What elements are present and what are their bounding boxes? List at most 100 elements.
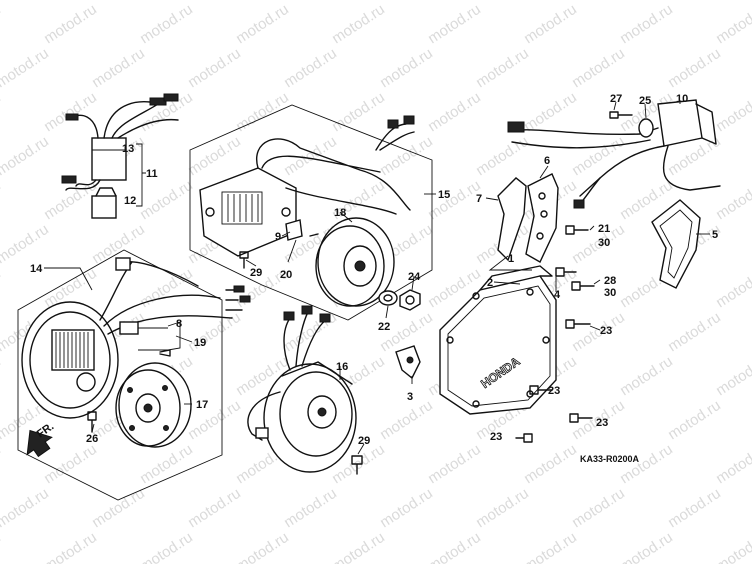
- callout-2: 2: [487, 277, 493, 289]
- watermark-text: motod.ru: [0, 177, 4, 224]
- watermark-text: motod.ru: [473, 0, 532, 3]
- watermark-text: motod.ru: [713, 89, 752, 136]
- watermark-text: motod.ru: [329, 529, 388, 564]
- watermark-text: motod.ru: [0, 45, 52, 92]
- callout-9: 9: [275, 231, 281, 243]
- stator-coil: [51, 329, 95, 371]
- watermark-text: motod.ru: [665, 485, 724, 532]
- callout-29b: 29: [358, 435, 370, 447]
- watermark-text: motod.ru: [281, 45, 340, 92]
- watermark-text: motod.ru: [185, 485, 244, 532]
- watermark-text: motod.ru: [137, 177, 196, 224]
- watermark-text: motod.ru: [41, 1, 100, 48]
- callout-6: 6: [544, 155, 550, 167]
- watermark-text: motod.ru: [185, 133, 244, 180]
- watermark-text: motod.ru: [329, 1, 388, 48]
- watermark-text: motod.ru: [713, 265, 752, 312]
- watermark-text: motod.ru: [0, 0, 52, 3]
- watermark-text: motod.ru: [41, 529, 100, 564]
- watermark-text: motod.ru: [425, 177, 484, 224]
- watermark-text: motod.ru: [713, 529, 752, 564]
- callout-12: 12: [124, 195, 136, 207]
- watermark-text: motod.ru: [185, 45, 244, 92]
- watermark-text: motod.ru: [425, 441, 484, 488]
- watermark-text: motod.ru: [89, 45, 148, 92]
- callout-20: 20: [280, 269, 292, 281]
- callout-14: 14: [30, 263, 43, 275]
- callout-3: 3: [407, 391, 413, 403]
- callout-13: 13: [122, 143, 134, 155]
- callout-21: 21: [598, 223, 610, 235]
- callout-19: 19: [194, 337, 206, 349]
- watermark-text: motod.ru: [569, 0, 628, 3]
- callout-25: 25: [639, 95, 651, 107]
- callout-30b: 30: [604, 287, 616, 299]
- watermark-text: motod.ru: [41, 89, 100, 136]
- watermark-text: motod.ru: [569, 45, 628, 92]
- watermark-text: motod.ru: [569, 309, 628, 356]
- watermark-text: motod.ru: [0, 133, 52, 180]
- watermark-text: motod.ru: [473, 485, 532, 532]
- callout-22: 22: [378, 321, 390, 333]
- box-14-stator: [17, 249, 251, 501]
- watermark-text: motod.ru: [0, 485, 52, 532]
- watermark-text: motod.ru: [473, 45, 532, 92]
- watermark-text: motod.ru: [233, 89, 292, 136]
- watermark-text: motod.ru: [473, 133, 532, 180]
- watermark-text: motod.ru: [713, 177, 752, 224]
- callout-10: 10: [676, 93, 688, 105]
- watermark-text: motod.ru: [377, 45, 436, 92]
- watermark-text: motod.ru: [0, 529, 4, 564]
- plate-6: [525, 173, 559, 263]
- watermark-text: motod.ru: [713, 441, 752, 488]
- watermark-text: motod.ru: [329, 89, 388, 136]
- watermark-text: motod.ru: [137, 1, 196, 48]
- cdi-unit: [91, 137, 127, 181]
- watermark-text: motod.ru: [0, 441, 4, 488]
- watermark-text: motod.ru: [425, 1, 484, 48]
- watermark-text: motod.ru: [665, 309, 724, 356]
- watermark-text: motod.ru: [377, 397, 436, 444]
- watermark-text: motod.ru: [89, 0, 148, 3]
- watermark-text: motod.ru: [521, 89, 580, 136]
- watermark-text: motod.ru: [617, 353, 676, 400]
- callout-30a: 30: [598, 237, 610, 249]
- callout-27: 27: [610, 93, 622, 105]
- bolts: [515, 225, 595, 443]
- watermark-text: motod.ru: [377, 133, 436, 180]
- watermark-text: motod.ru: [0, 89, 4, 136]
- watermark-text: motod.ru: [377, 485, 436, 532]
- guide-plates: [497, 173, 559, 263]
- watermark-text: motod.ru: [233, 1, 292, 48]
- watermark-text: motod.ru: [617, 1, 676, 48]
- washer-nut: [378, 289, 421, 311]
- callout-5: 5: [712, 229, 718, 241]
- watermark-text: motod.ru: [0, 353, 4, 400]
- callout-15: 15: [438, 189, 450, 201]
- watermark-text: motod.ru: [185, 397, 244, 444]
- box-15-assembly: [189, 104, 433, 321]
- pulser-coil: [119, 321, 139, 335]
- front-direction-arrow: [26, 429, 53, 458]
- callout-16: 16: [336, 361, 348, 373]
- watermark-text: motod.ru: [521, 441, 580, 488]
- callout-24: 24: [408, 271, 421, 283]
- cdi-rubber-mount: [91, 195, 117, 219]
- callout-7: 7: [476, 193, 482, 205]
- callout-28: 28: [604, 275, 616, 287]
- callout-layer: 1 2 3 4 5 6 7 8 9 10 11 12 13 14 15 16 1…: [30, 93, 718, 447]
- watermark-text: motod.ru: [89, 485, 148, 532]
- washer-22: [378, 290, 398, 306]
- callout-23c: 23: [596, 417, 608, 429]
- cdi-unit-group: [61, 93, 179, 219]
- watermark-text: motod.ru: [521, 529, 580, 564]
- callout-11: 11: [146, 168, 158, 180]
- watermark-text: motod.ru: [281, 0, 340, 3]
- watermark-text: motod.ru: [569, 133, 628, 180]
- leader-lines: [44, 100, 710, 455]
- watermark-text: motod.ru: [281, 485, 340, 532]
- cover-body: [439, 275, 557, 415]
- watermark-text: motod.ru: [665, 0, 724, 3]
- ignition-coil-group: [507, 99, 721, 209]
